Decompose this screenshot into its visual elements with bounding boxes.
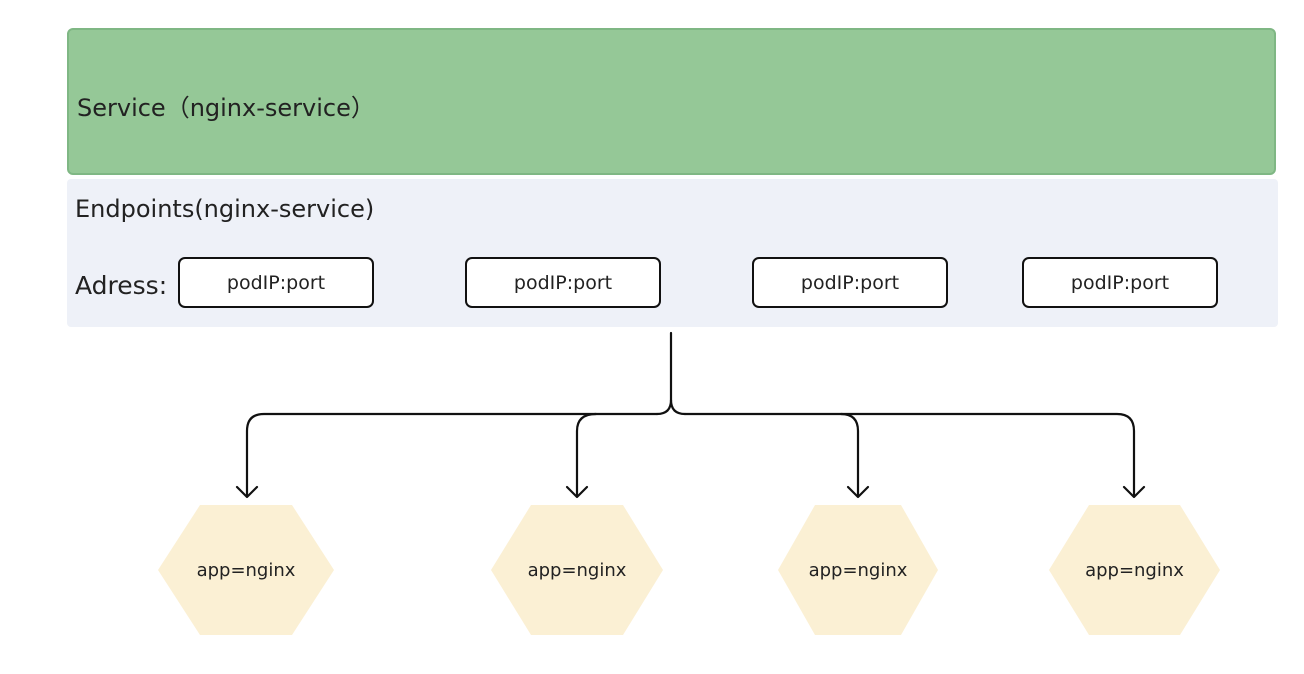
connector-branch-left [245,412,659,498]
pod-hexagon-2: app=nginx [491,505,663,635]
pod-hexagon-3: app=nginx [778,505,938,635]
pod-hexagon-4: app=nginx [1049,505,1220,635]
endpoint-address-4: podIP:port [1022,257,1218,308]
connector-trunk [669,331,687,416]
arrow-head-1 [235,485,259,499]
endpoint-address-2: podIP:port [465,257,661,308]
connector-branch-right-inner [839,412,860,498]
pod-label: app=nginx [1085,559,1184,581]
endpoint-address-1: podIP:port [178,257,374,308]
service-box: Service（nginx-service） [67,28,1276,175]
pod-label: app=nginx [196,559,296,581]
address-label: Adress: [75,271,168,300]
endpoint-address-3: podIP:port [752,257,948,308]
arrow-head-4 [1122,485,1146,499]
arrow-head-2 [565,485,589,499]
hexagon-shape [158,505,334,635]
endpoints-box: Endpoints(nginx-service) Adress: podIP:p… [67,179,1278,327]
connector-branch-left-inner [575,412,598,498]
hexagon-shape [778,505,938,635]
pod-label: app=nginx [808,559,908,581]
arrow-head-3 [846,485,870,499]
hexagon-shape [491,505,663,635]
pod-label: app=nginx [527,559,627,581]
hexagon-shape [1049,505,1220,635]
service-title: Service（nginx-service） [77,94,375,122]
connector-trunk-left [655,398,673,416]
endpoints-title: Endpoints(nginx-service) [75,195,375,223]
connector-branch-right [683,412,1136,498]
pod-hexagon-1: app=nginx [158,505,334,635]
